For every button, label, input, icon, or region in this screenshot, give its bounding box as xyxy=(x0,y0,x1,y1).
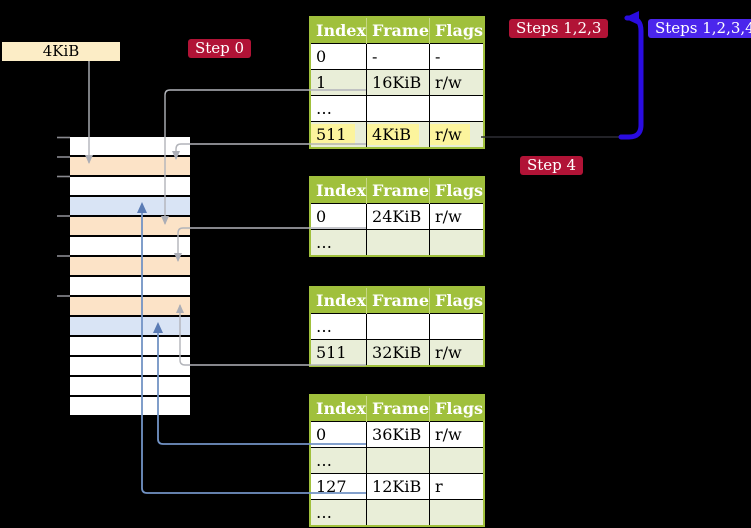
cell-frame xyxy=(366,95,430,122)
table-row: 511 32KiB r/w xyxy=(310,339,485,366)
cell-frame xyxy=(366,229,430,256)
table-row: … xyxy=(310,313,485,340)
cell-flags: r/w xyxy=(429,69,485,96)
column-header-index: Index xyxy=(310,287,367,314)
table-row: 0 - - xyxy=(310,43,485,70)
column-header-frame: Frame xyxy=(366,287,430,314)
cell-index: 511 xyxy=(310,339,367,366)
highlight: 511 xyxy=(311,124,355,145)
cell-frame: 24KiB xyxy=(366,203,430,230)
table-row: 1 16KiB r/w xyxy=(310,69,485,96)
cell-frame xyxy=(366,447,430,474)
cell-frame: 4KiB xyxy=(366,121,430,148)
page-table-level2: Index Frame Flags … 511 32KiB r/w xyxy=(309,286,486,367)
cell-frame xyxy=(366,499,430,526)
cell-index: 0 xyxy=(310,43,367,70)
badge-steps-1-2-3-4: Steps 1,2,3,4 xyxy=(648,19,751,38)
cell-index: 0 xyxy=(310,421,367,448)
cell-flags: r/w xyxy=(429,121,485,148)
page-table-level3: Index Frame Flags 0 24KiB r/w … xyxy=(309,176,486,257)
cell-flags: r/w xyxy=(429,421,485,448)
memory-frame-row-3-frame_mapped_page xyxy=(70,195,190,215)
cell-index: 511 xyxy=(310,121,367,148)
cell-flags: r/w xyxy=(429,203,485,230)
memory-frame-row-5-frame_empty xyxy=(70,235,190,255)
column-header-frame: Frame xyxy=(366,177,430,204)
table-row: 0 36KiB r/w xyxy=(310,421,485,448)
column-header-flags: Flags xyxy=(429,395,485,422)
table-row: … xyxy=(310,95,485,122)
memory-frame-row-6-frame_page_table xyxy=(70,255,190,275)
cell-flags: r xyxy=(429,473,485,500)
table-row: 0 24KiB r/w xyxy=(310,203,485,230)
cell-flags xyxy=(429,313,485,340)
badge-step-4: Step 4 xyxy=(520,156,584,175)
memory-frame-row-11-frame_empty xyxy=(70,355,190,375)
column-header-frame: Frame xyxy=(366,17,430,44)
memory-frame-row-10-frame_empty xyxy=(70,335,190,355)
cell-flags: - xyxy=(429,43,485,70)
column-header-flags: Flags xyxy=(429,17,485,44)
column-header-frame: Frame xyxy=(366,395,430,422)
table-header-row: Index Frame Flags xyxy=(310,287,485,314)
cell-flags: r/w xyxy=(429,339,485,366)
memory-frame-row-2-frame_empty xyxy=(70,175,190,195)
cell-index: … xyxy=(310,313,367,340)
table-header-row: Index Frame Flags xyxy=(310,17,485,44)
cell-frame xyxy=(366,313,430,340)
cell-index: … xyxy=(310,447,367,474)
table-row: … xyxy=(310,447,485,474)
memory-frame-row-4-frame_page_table xyxy=(70,215,190,235)
cell-index: 127 xyxy=(310,473,367,500)
table-header-row: Index Frame Flags xyxy=(310,177,485,204)
recursive-arrow xyxy=(618,11,644,140)
memory-frame-row-13-frame_empty xyxy=(70,395,190,415)
cell-flags xyxy=(429,95,485,122)
highlight: 4KiB xyxy=(367,124,420,145)
column-header-flags: Flags xyxy=(429,287,485,314)
cell-index: … xyxy=(310,95,367,122)
memory-column xyxy=(70,137,190,415)
cell-frame: 12KiB xyxy=(366,473,430,500)
memory-frame-row-1-frame_page_table xyxy=(70,155,190,175)
cell-frame: 16KiB xyxy=(366,69,430,96)
table-header-row: Index Frame Flags xyxy=(310,395,485,422)
table-row-recursive-entry: 511 4KiB r/w xyxy=(310,121,485,148)
cell-index: … xyxy=(310,229,367,256)
memory-frame-row-7-frame_empty xyxy=(70,275,190,295)
memory-frame-row-0-frame_empty xyxy=(70,137,190,155)
column-header-flags: Flags xyxy=(429,177,485,204)
page-table-level1: Index Frame Flags 0 36KiB r/w … 127 12Ki… xyxy=(309,394,486,527)
column-header-index: Index xyxy=(310,177,367,204)
badge-step-0: Step 0 xyxy=(188,39,252,58)
memory-frame-row-9-frame_mapped_page xyxy=(70,315,190,335)
cell-flags xyxy=(429,447,485,474)
cell-frame: - xyxy=(366,43,430,70)
cell-flags xyxy=(429,499,485,526)
column-header-index: Index xyxy=(310,17,367,44)
address-ticks xyxy=(57,136,70,297)
badge-steps-1-2-3: Steps 1,2,3 xyxy=(509,19,609,38)
cell-index: 0 xyxy=(310,203,367,230)
table-row: 127 12KiB r xyxy=(310,473,485,500)
page-table-level4: Index Frame Flags 0 - - 1 16KiB r/w … 51… xyxy=(309,16,486,149)
frame-size-label: 4KiB xyxy=(2,42,120,61)
cell-frame: 32KiB xyxy=(366,339,430,366)
highlight: r/w xyxy=(430,124,470,145)
table-row: … xyxy=(310,229,485,256)
cell-index: … xyxy=(310,499,367,526)
cell-flags xyxy=(429,229,485,256)
column-header-index: Index xyxy=(310,395,367,422)
memory-frame-row-8-frame_page_table xyxy=(70,295,190,315)
cell-index: 1 xyxy=(310,69,367,96)
memory-frame-row-12-frame_empty xyxy=(70,375,190,395)
cell-frame: 36KiB xyxy=(366,421,430,448)
table-row: … xyxy=(310,499,485,526)
